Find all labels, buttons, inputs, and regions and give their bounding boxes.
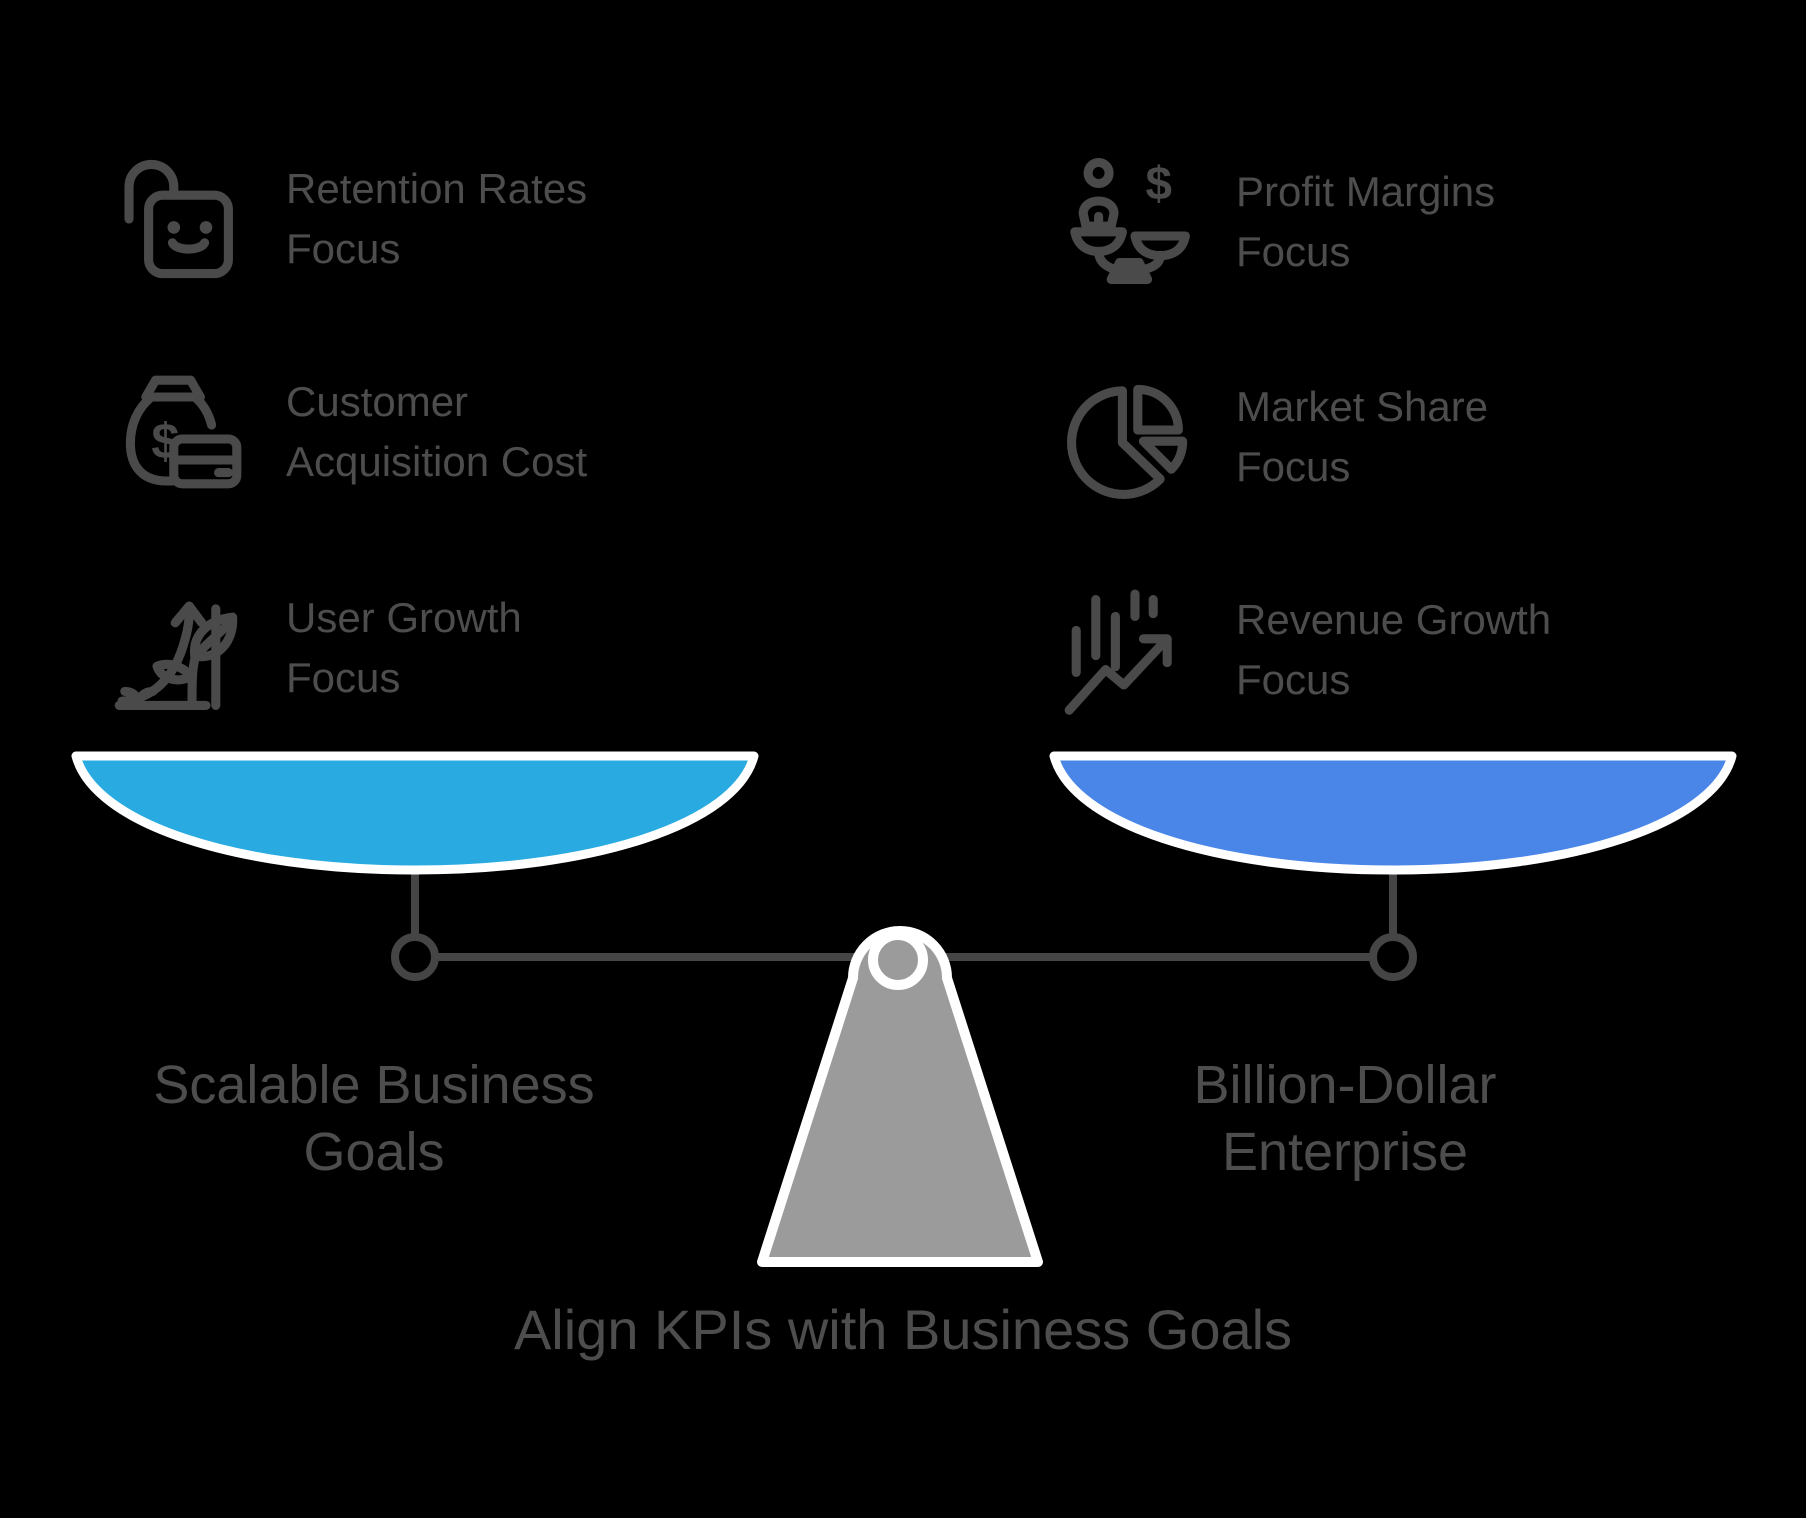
- kpi-item-customer-acquisition-cost: $ Customer Acquisition Cost: [108, 352, 587, 512]
- pan-label-line: Scalable Business: [153, 1055, 595, 1115]
- right-pan-label: Billion-Dollar Enterprise: [1025, 1052, 1665, 1186]
- money-bag-credit-card-icon: $: [125, 375, 242, 489]
- pan-label-line: Billion-Dollar: [1193, 1055, 1497, 1115]
- kpi-label-line: Retention Rates: [286, 165, 588, 212]
- kpi-label: Revenue Growth Focus: [1236, 590, 1551, 710]
- kpi-label-line: User Growth: [286, 594, 522, 641]
- kpi-item-market-share: Market Share Focus: [1058, 357, 1488, 517]
- left-pan: [71, 751, 759, 875]
- lock-smiley-icon: [124, 159, 233, 279]
- kpi-label-line: Focus: [1236, 228, 1351, 275]
- pie-chart-icon: [1067, 384, 1188, 499]
- kpi-label-line: Focus: [286, 225, 401, 272]
- right-pan: [1049, 751, 1737, 875]
- kpi-label-line: Focus: [286, 654, 401, 701]
- kpi-item-revenue-growth: Revenue Growth Focus: [1058, 570, 1551, 730]
- kpi-item-retention-rates: Retention Rates Focus: [108, 139, 587, 299]
- left-pan-label: Scalable Business Goals: [54, 1052, 694, 1186]
- kpi-label-line: Focus: [1236, 443, 1351, 490]
- kpi-item-user-growth: User Growth Focus: [108, 568, 522, 728]
- left-beam-joint: [391, 933, 439, 981]
- kpi-label-line: Market Share: [1236, 383, 1489, 430]
- kpi-label-line: Acquisition Cost: [286, 438, 588, 485]
- pan-label-line: Enterprise: [1221, 1122, 1469, 1182]
- kpi-label: Profit Margins Focus: [1236, 162, 1495, 282]
- kpi-label-line: Revenue Growth: [1236, 596, 1552, 643]
- kpi-item-profit-margins: $ Profit Margins Focus: [1058, 142, 1495, 302]
- pivot-ring: [868, 930, 928, 990]
- kpi-label: Retention Rates Focus: [286, 159, 587, 279]
- svg-text:$: $: [1146, 158, 1172, 211]
- kpi-label: Customer Acquisition Cost: [286, 372, 587, 492]
- right-beam-joint: [1369, 933, 1417, 981]
- bar-chart-arrow-icon: [1064, 589, 1172, 715]
- kpi-label: Market Share Focus: [1236, 377, 1488, 497]
- person-dollar-scale-icon: $: [1070, 158, 1190, 284]
- pan-label-line: Goals: [303, 1122, 445, 1182]
- kpi-label-line: Focus: [1236, 656, 1351, 703]
- kpi-label: User Growth Focus: [286, 588, 522, 708]
- kpi-label-line: Customer: [286, 378, 469, 425]
- diagram-title: Align KPIs with Business Goals: [513, 1298, 1293, 1361]
- growth-sprout-arrow-icon: [114, 601, 238, 710]
- kpi-label-line: Profit Margins: [1236, 168, 1496, 215]
